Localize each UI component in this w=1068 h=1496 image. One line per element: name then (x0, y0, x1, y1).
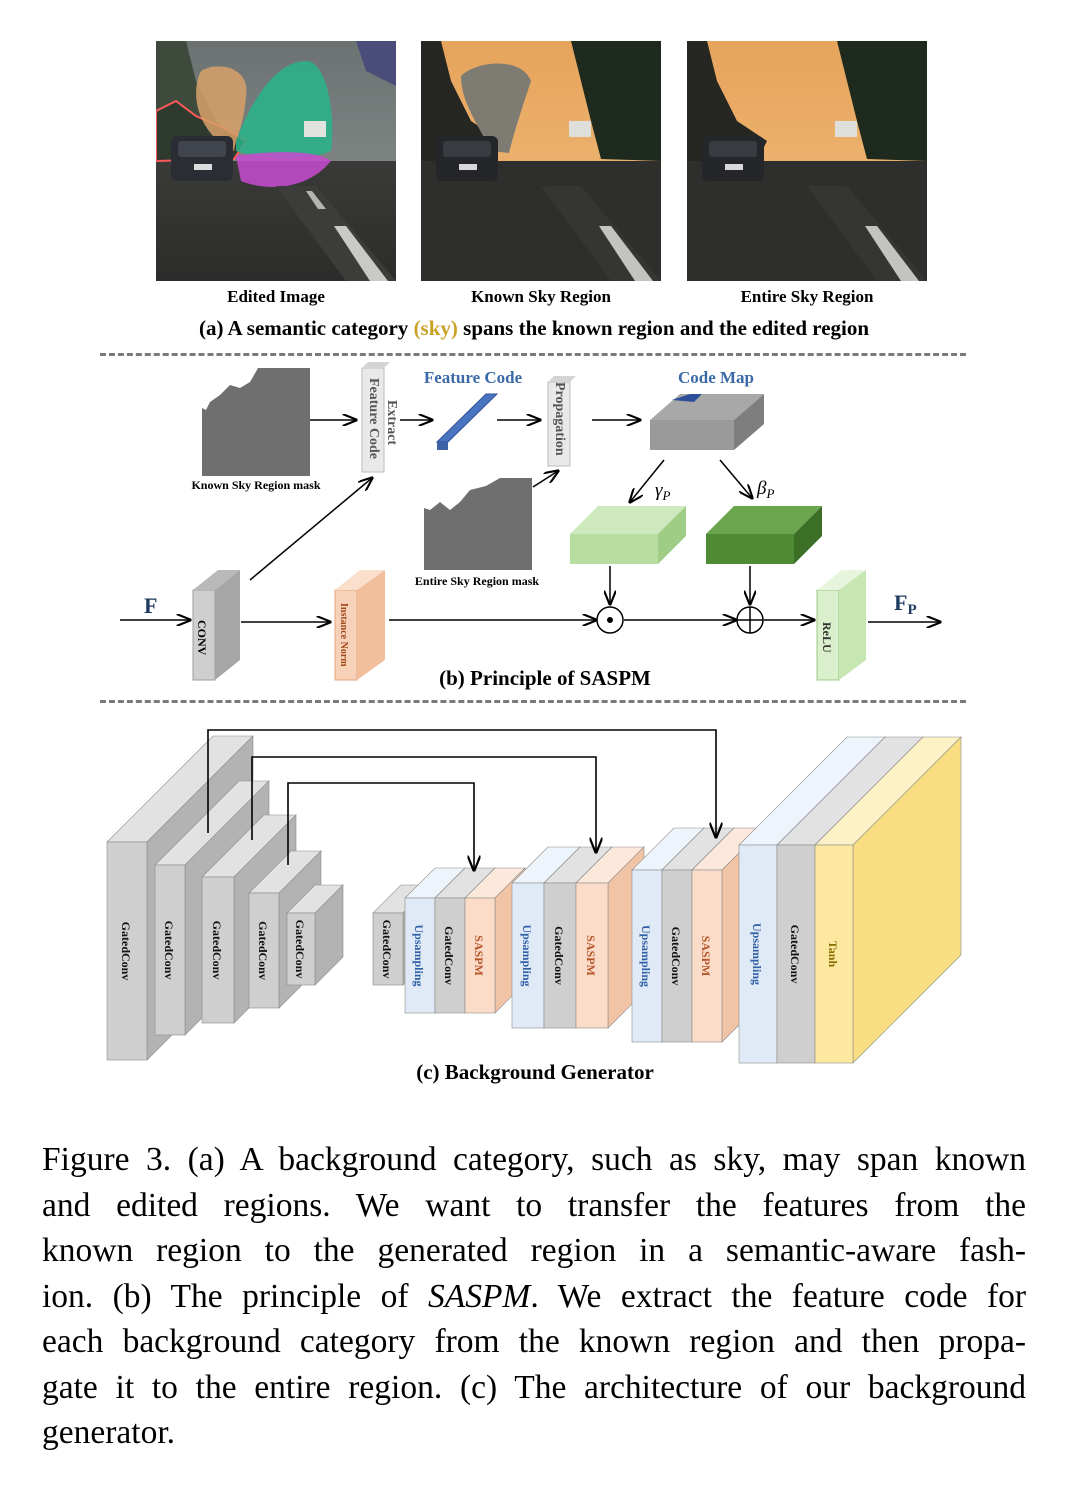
code-map-block (650, 394, 764, 450)
instance-norm-block (334, 570, 385, 681)
entire-sky-mask-image (424, 462, 532, 570)
relu-block (816, 570, 866, 681)
decoder-stage-3-saspm-label: SASPM (699, 936, 713, 977)
known-sky-region-image (421, 41, 661, 281)
gamma-block (570, 506, 686, 564)
encoder-gatedconv-3-label: GatedConv (210, 921, 224, 980)
conv-label: CONV (195, 620, 209, 656)
feature-code-label: Feature Code (424, 368, 523, 387)
panel-a-caption-post: spans the known region and the edited re… (457, 316, 870, 340)
decoder-stage-2-upsampling-label: Upsampling (520, 924, 534, 986)
gamma-label: γP (655, 480, 671, 503)
encoder-gatedconv-2-label: GatedConv (162, 921, 176, 980)
propagation-label: Propagation (552, 382, 567, 456)
known-sky-region-label: Known Sky Region (471, 287, 611, 306)
caption-line-3: known region to the generated region in … (42, 1232, 1026, 1269)
decoder-stage-1-gatedconv-label: GatedConv (442, 926, 456, 985)
divider-bottom (100, 700, 966, 703)
propagation-block (547, 376, 576, 467)
code-map-label: Code Map (678, 368, 754, 387)
extract-label-2: Feature Code (366, 378, 381, 459)
divider-top (100, 353, 966, 356)
caption-line-7: generator. (42, 1414, 176, 1451)
decoder-stage-2-saspm-label: SASPM (584, 935, 598, 976)
feature-code-bar (435, 393, 499, 443)
panel-b-caption: (b) Principle of SASPM (439, 666, 651, 690)
background-generator-diagram: GatedConv GatedConv GatedConv GatedConv Gate… (106, 729, 962, 1064)
instance-norm-label: Instance Norm (338, 603, 349, 667)
encoder-gatedconv-1-label: GatedConv (119, 922, 133, 981)
extract-feature-code-block (361, 362, 390, 473)
beta-block (706, 506, 822, 564)
entire-sky-region-label: Entire Sky Region (740, 287, 874, 306)
known-sky-mask-label: Known Sky Region mask (191, 478, 320, 492)
final-gatedconv-label: GatedConv (788, 925, 802, 984)
caption-line-4: ion. (b) The principle of SASPM. We extr… (42, 1277, 1026, 1315)
caption-line-1: Figure 3. (a) A background category, suc… (42, 1141, 1026, 1178)
input-f-label: F (144, 593, 157, 618)
decoder-stage-3-gatedconv-label: GatedConv (669, 927, 683, 986)
relu-label: ReLU (820, 622, 834, 653)
output-fp-label: FP (894, 590, 917, 618)
final-tanh: Tanh (814, 736, 962, 1064)
final-upsampling-label: Upsampling (750, 923, 764, 985)
panel-c-caption: (c) Background Generator (416, 1060, 654, 1084)
panel-a-caption: (a) A semantic category (sky) spans the … (0, 316, 1068, 341)
decoder-stage-2-gatedconv-label: GatedConv (552, 926, 566, 985)
entire-sky-region-image (687, 41, 927, 281)
beta-label: βP (756, 478, 774, 501)
panel-a-caption-sky: (sky) (413, 316, 458, 340)
extract-label-1: Extract (384, 400, 399, 445)
decoder-stage-1-upsampling-label: Upsampling (412, 924, 426, 986)
encoder-gatedconv-5-label: GatedConv (293, 920, 307, 979)
conv-block (192, 570, 240, 681)
decoder-stage-1-saspm-label: SASPM (472, 935, 486, 976)
encoder-gatedconv-4-label: GatedConv (256, 921, 270, 980)
final-tanh-label: Tanh (826, 941, 840, 968)
caption-line-2: and edited regions. We want to transfer … (42, 1186, 1026, 1224)
decoder-stage-3-upsampling-label: Upsampling (639, 925, 653, 987)
edited-image-label: Edited Image (227, 287, 325, 306)
known-sky-mask-image (202, 368, 310, 476)
edited-image (156, 41, 396, 281)
caption-line-6: gate it to the entire region. (c) The ar… (42, 1368, 1026, 1406)
entire-sky-mask-label: Entire Sky Region mask (415, 574, 539, 588)
bottleneck-gatedconv-label: GatedConv (380, 920, 394, 979)
saspm-diagram: Known Sky Region mask Extract Feature Co… (120, 362, 1068, 681)
figure-caption: Figure 3. (a) A background category, suc… (42, 1137, 1026, 1456)
panel-a-caption-pre: (a) A semantic category (198, 316, 414, 340)
caption-line-5: each background category from the known … (42, 1323, 1026, 1360)
encoder-gatedconv-5: GatedConv (286, 884, 344, 986)
